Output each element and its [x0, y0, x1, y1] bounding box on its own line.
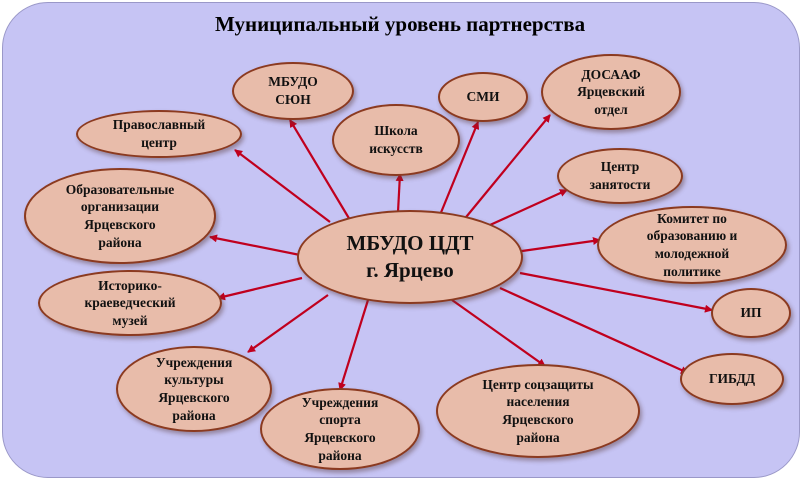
arrow-to-smi — [438, 121, 480, 216]
arrow-to-sport — [338, 299, 370, 391]
arrow-to-employment — [489, 188, 568, 227]
arrow-to-gibdd — [499, 286, 689, 375]
arrow-to-sun — [289, 119, 351, 221]
diagram-title: Муниципальный уровень партнерства — [214, 12, 586, 36]
arrow-to-social — [451, 299, 546, 367]
node-social: Центр соцзащиты населения Ярцевского рай… — [436, 364, 640, 458]
arrow-to-art-school — [395, 173, 404, 213]
node-museum: Историко- краеведческий музей — [38, 270, 222, 336]
node-culture: Учреждения культуры Ярцевского района — [116, 346, 272, 432]
node-committee: Комитет по образованию и молодежной поли… — [597, 206, 787, 284]
node-dosaaf: ДОСААФ Ярцевский отдел — [541, 54, 681, 130]
node-smi: СМИ — [438, 72, 528, 122]
node-edu-orgs: Образовательные организации Ярцевского р… — [24, 168, 216, 264]
arrow-to-culture — [247, 294, 329, 353]
arrow-to-museum — [217, 276, 303, 301]
node-sun: МБУДО СЮН — [232, 62, 354, 120]
arrow-to-committee — [514, 237, 601, 254]
node-sport: Учреждения спорта Ярцевского района — [260, 388, 420, 470]
node-employment: Центр занятости — [557, 148, 683, 204]
arrow-to-dosaaf — [461, 114, 551, 223]
arrow-to-ip — [519, 271, 713, 313]
node-orthodox: Православный центр — [76, 110, 242, 158]
node-gibdd: ГИБДД — [680, 353, 784, 405]
arrow-to-orthodox — [234, 149, 331, 223]
node-ip: ИП — [711, 288, 791, 338]
node-art-school: Школа искусств — [332, 104, 460, 176]
arrow-to-edu-orgs — [209, 234, 301, 257]
center-node: МБУДО ЦДТ г. Ярцево — [297, 210, 523, 304]
